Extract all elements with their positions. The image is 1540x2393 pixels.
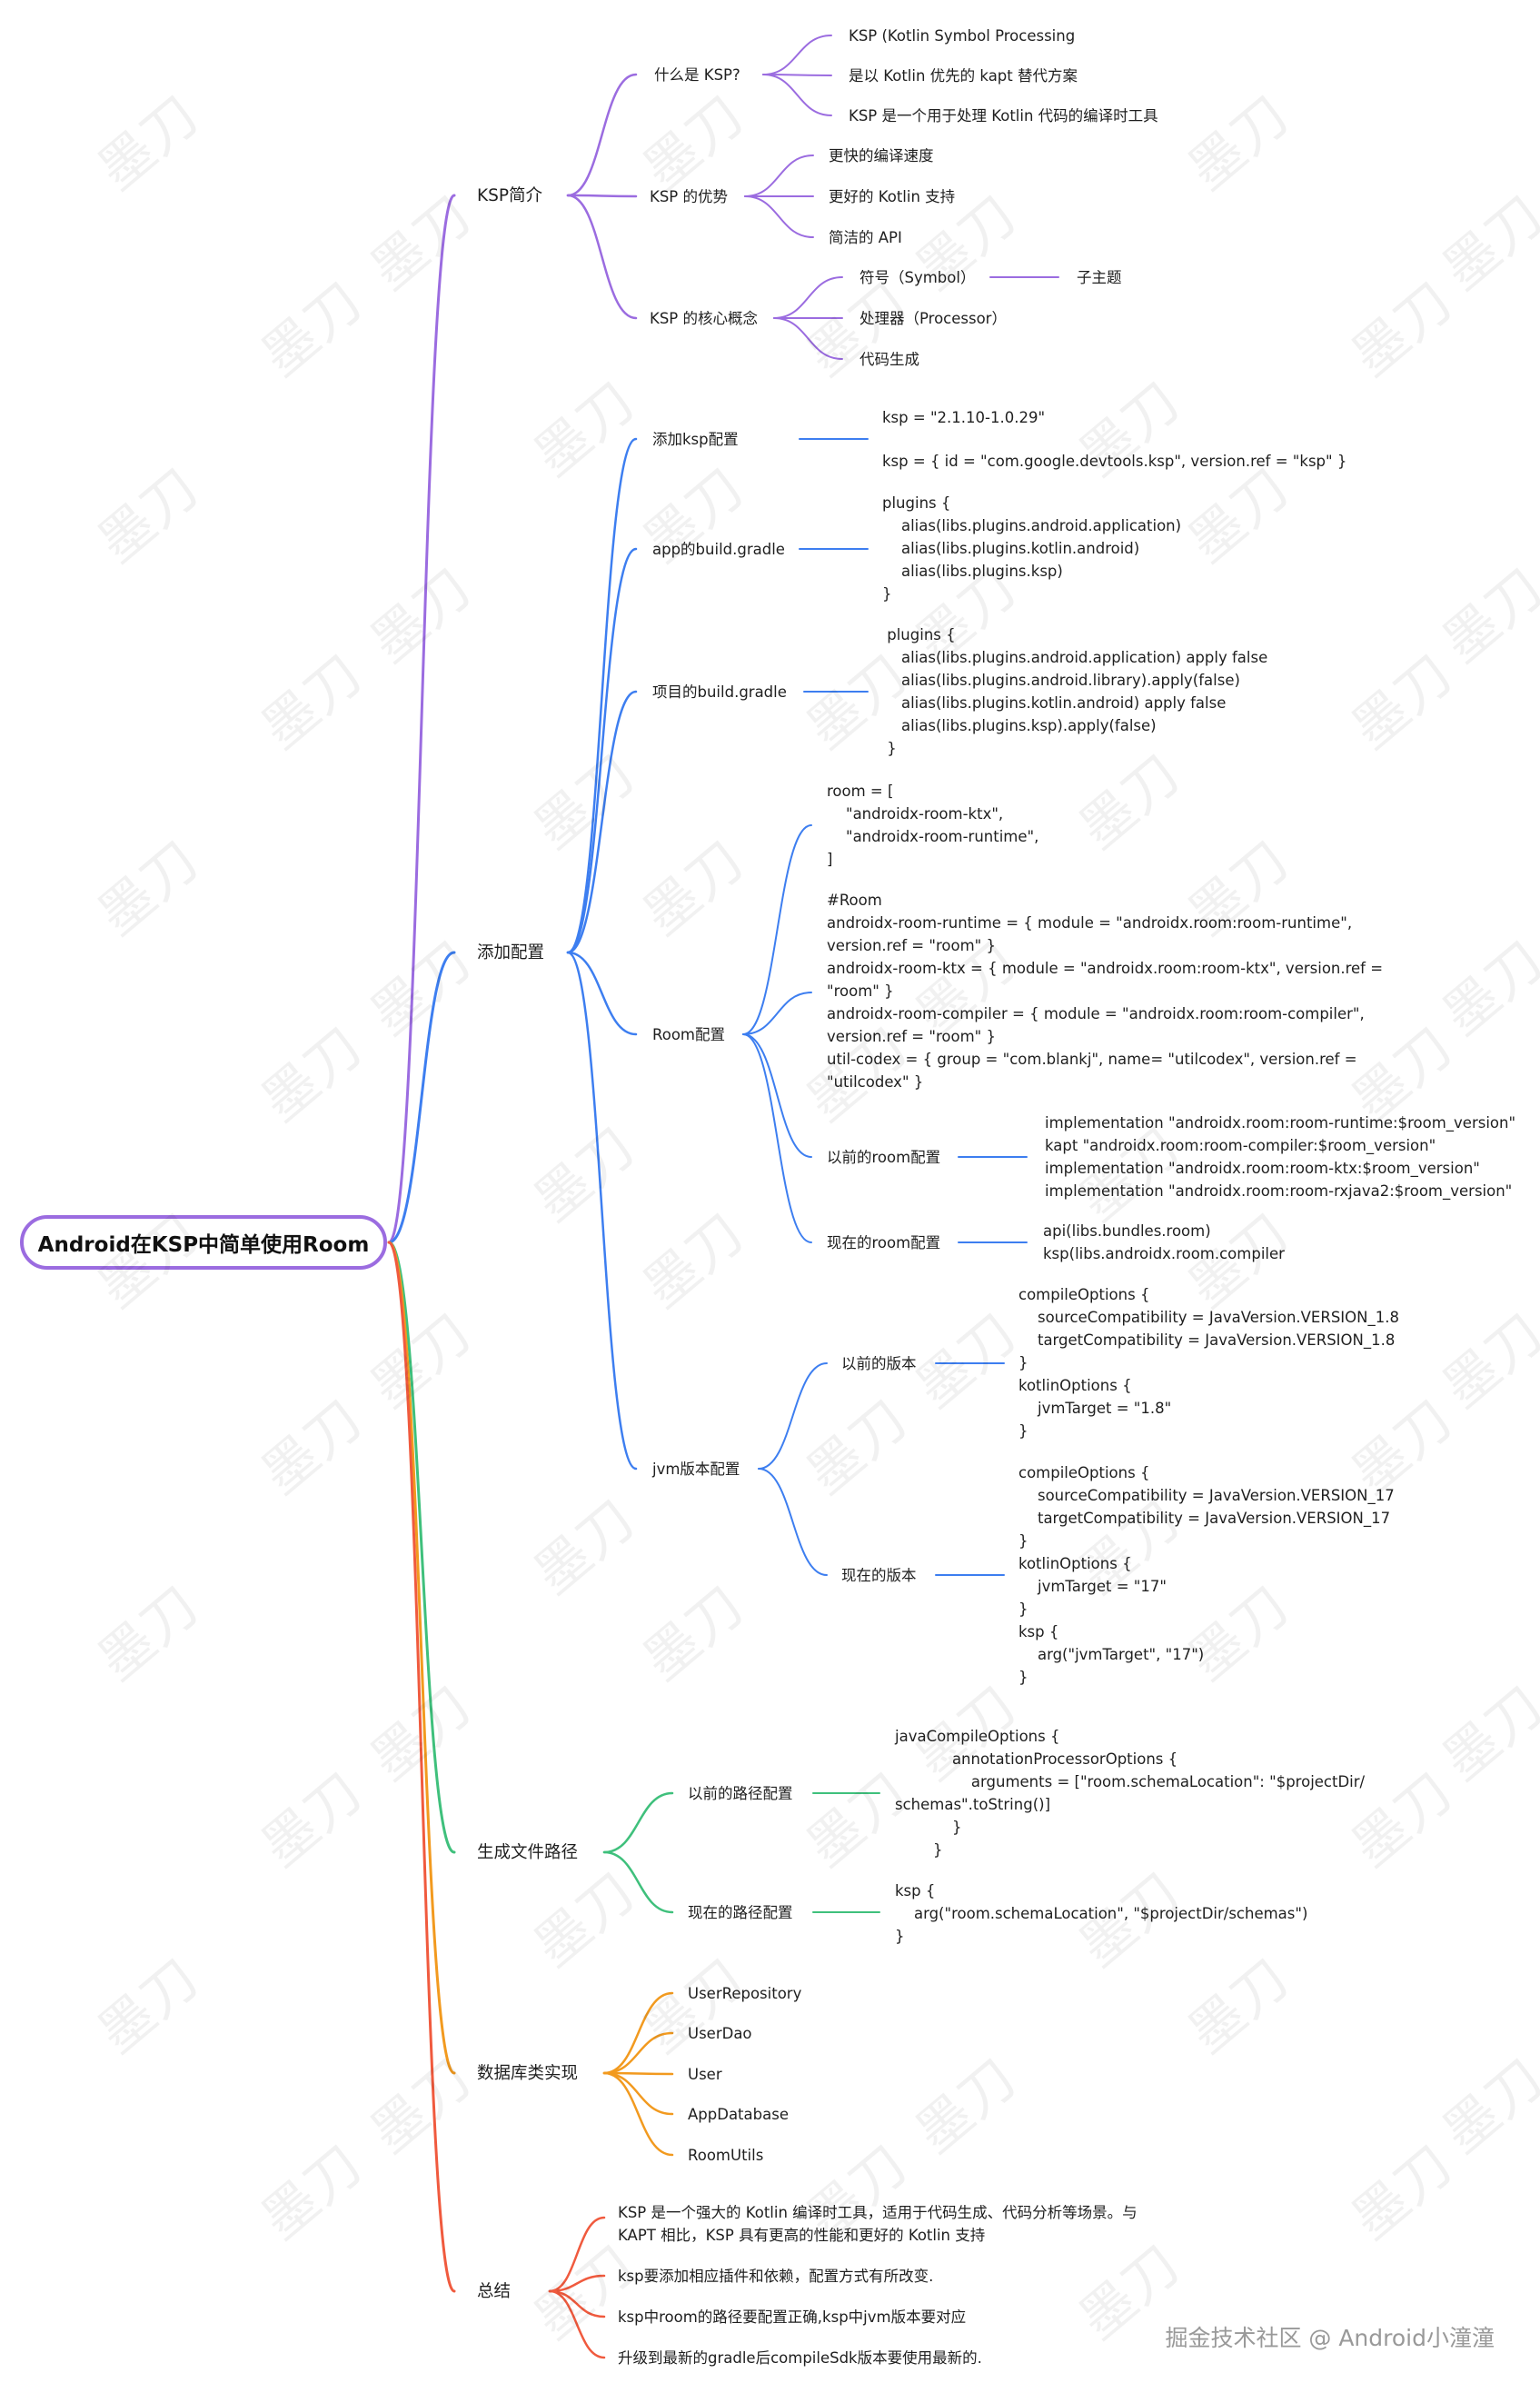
- topic-add-ksp-config[interactable]: 添加ksp配置: [652, 431, 739, 448]
- topic-app-build-gradle[interactable]: app的build.gradle: [652, 541, 785, 558]
- leaf-class[interactable]: User: [688, 2066, 722, 2083]
- code-old-path[interactable]: javaCompileOptions { annotationProcessor…: [895, 1728, 1366, 1859]
- leaf[interactable]: 符号（Symbol）: [859, 269, 976, 286]
- leaf[interactable]: KSP (Kotlin Symbol Processing: [849, 27, 1076, 45]
- code-app-plugins[interactable]: plugins { alias(libs.plugins.android.app…: [882, 494, 1182, 603]
- connector: [744, 195, 814, 238]
- leaf-class[interactable]: RoomUtils: [688, 2147, 764, 2164]
- site-credit: 掘金技术社区 @ Android小潼潼: [1165, 2325, 1495, 2351]
- connector: [566, 437, 638, 954]
- topic-project-build-gradle[interactable]: 项目的build.gradle: [652, 683, 787, 701]
- connector: [566, 690, 638, 954]
- topic-jvm-config[interactable]: jvm版本配置: [652, 1461, 740, 1478]
- code-project-plugins[interactable]: plugins { alias(libs.plugins.android.app…: [887, 626, 1268, 757]
- leaf[interactable]: 处理器（Processor）: [859, 310, 1007, 327]
- leaf-class[interactable]: UserDao: [688, 2025, 752, 2042]
- topic-what-is-ksp[interactable]: 什么是 KSP?: [654, 66, 740, 84]
- leaf-class[interactable]: AppDatabase: [688, 2106, 789, 2123]
- topic-old-room-config[interactable]: 以前的room配置: [827, 1149, 941, 1166]
- connector: [758, 1468, 828, 1576]
- leaf[interactable]: 是以 Kotlin 优先的 kapt 替代方案: [849, 67, 1078, 85]
- topic-new-version[interactable]: 现在的版本: [841, 1567, 917, 1584]
- code-new-path[interactable]: ksp { arg("room.schemaLocation", "$proje…: [895, 1882, 1308, 1945]
- connector: [744, 155, 814, 197]
- connector: [566, 73, 638, 197]
- code-ksp-plugin[interactable]: ksp = { id = "com.google.devtools.ksp", …: [882, 453, 1347, 470]
- connector: [566, 194, 638, 320]
- topic-ksp-advantages[interactable]: KSP 的优势: [650, 188, 728, 205]
- connector: [602, 1850, 674, 1914]
- connector: [773, 276, 843, 319]
- connector: [602, 1791, 674, 1854]
- connector: [602, 2071, 674, 2116]
- branch-ksp-intro[interactable]: KSP简介: [477, 186, 543, 205]
- topic-room-config[interactable]: Room配置: [652, 1026, 725, 1043]
- connector-root-intro: [387, 194, 456, 1244]
- connector: [762, 35, 832, 75]
- topic-new-path-config[interactable]: 现在的路径配置: [688, 1904, 793, 1921]
- connector: [762, 74, 832, 116]
- connector: [566, 194, 638, 198]
- leaf-subtopic[interactable]: 子主题: [1077, 269, 1122, 286]
- connector: [773, 317, 843, 360]
- code-ksp-version[interactable]: ksp = "2.1.10-1.0.29": [882, 409, 1046, 426]
- summary-item[interactable]: ksp中room的路径要配置正确,ksp中jvm版本要对应: [618, 2308, 967, 2326]
- branch-generated-path[interactable]: 生成文件路径: [477, 1843, 579, 1862]
- leaf-class[interactable]: UserRepository: [688, 1985, 802, 2002]
- branch-summary[interactable]: 总结: [477, 2282, 512, 2301]
- connector: [602, 2031, 674, 2075]
- topic-new-room-config[interactable]: 现在的room配置: [827, 1234, 941, 1251]
- leaf[interactable]: 更快的编译速度: [829, 147, 934, 165]
- topic-old-path-config[interactable]: 以前的路径配置: [688, 1785, 793, 1802]
- leaf[interactable]: 代码生成: [859, 351, 919, 368]
- connector: [742, 824, 812, 1035]
- connector: [602, 1991, 674, 2075]
- connector: [602, 2071, 674, 2157]
- code-new-jvm[interactable]: compileOptions { sourceCompatibility = J…: [1018, 1464, 1395, 1686]
- code-new-room-deps[interactable]: api(libs.bundles.room) ksp(libs.androidx…: [1043, 1222, 1285, 1262]
- connector: [566, 951, 638, 1036]
- connector: [548, 2289, 606, 2359]
- leaf[interactable]: 简洁的 API: [829, 229, 902, 246]
- code-old-jvm[interactable]: compileOptions { sourceCompatibility = J…: [1018, 1286, 1399, 1440]
- connector: [742, 1033, 812, 1243]
- connector: [566, 547, 638, 954]
- summary-item[interactable]: 升级到最新的gradle后compileSdk版本要使用最新的.: [618, 2349, 982, 2367]
- connector: [548, 2289, 606, 2318]
- leaf[interactable]: KSP 是一个用于处理 Kotlin 代码的编译时工具: [849, 107, 1158, 125]
- connector: [566, 951, 638, 1471]
- code-old-room-deps[interactable]: implementation "androidx.room:room-runti…: [1045, 1114, 1516, 1200]
- connector: [742, 992, 812, 1035]
- connector-root-path: [387, 1241, 456, 1854]
- code-room-bundle[interactable]: room = [ "androidx-room-ktx", "androidx-…: [827, 783, 1039, 868]
- summary-item[interactable]: ksp要添加相应插件和依赖，配置方式有所改变.: [618, 2268, 934, 2285]
- connector: [548, 2216, 606, 2293]
- topic-old-version[interactable]: 以前的版本: [841, 1355, 917, 1372]
- connector-root-db: [387, 1241, 456, 2075]
- connector: [758, 1362, 828, 1470]
- branch-db-classes[interactable]: 数据库类实现: [477, 2064, 579, 2083]
- connector: [742, 1033, 812, 1158]
- connector-root-config: [387, 951, 456, 1244]
- topic-ksp-core-concepts[interactable]: KSP 的核心概念: [650, 310, 758, 327]
- root-node[interactable]: Android在KSP中简单使用Room: [20, 1215, 387, 1270]
- code-room-libs[interactable]: #Room androidx-room-runtime = { module =…: [827, 892, 1384, 1091]
- connector-root-summary: [387, 1241, 456, 2293]
- branch-add-config[interactable]: 添加配置: [477, 943, 545, 962]
- summary-item[interactable]: KSP 是一个强大的 Kotlin 编译时工具，适用于代码生成、代码分析等场景。…: [618, 2204, 1138, 2244]
- leaf[interactable]: 更好的 Kotlin 支持: [829, 188, 956, 205]
